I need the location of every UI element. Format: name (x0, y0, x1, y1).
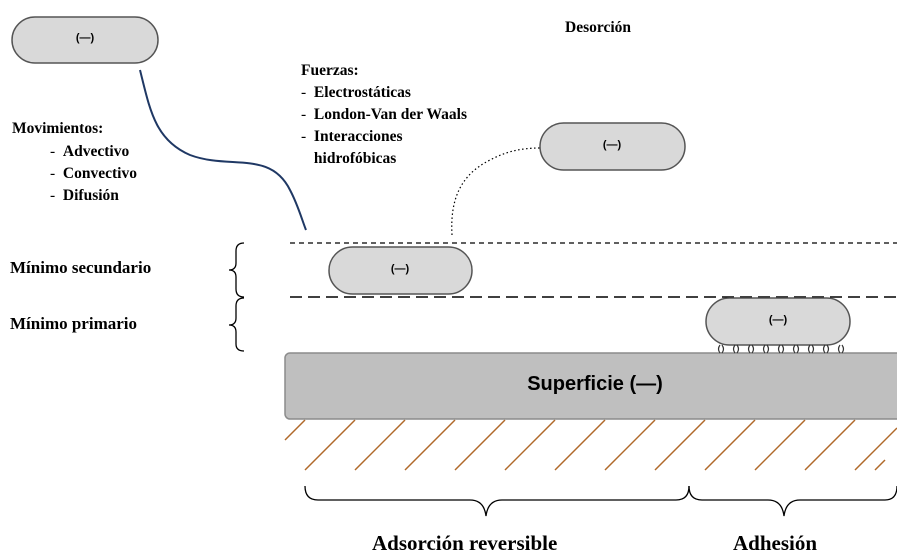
cell-top-left (11, 16, 159, 64)
adsorcion-reversible-label: Adsorción reversible (372, 531, 558, 555)
fuerzas-item: - Interacciones (301, 128, 403, 145)
movimientos-item: - Convectivo (50, 165, 137, 182)
brace-adhesion (688, 485, 897, 517)
fuerzas-item: - hidrofóbicas (313, 150, 397, 167)
brace-secondary (228, 242, 245, 298)
cell-top-left-label: (—) (75, 32, 95, 44)
fuerzas-item: - London-Van der Waals (301, 106, 467, 123)
movimientos-item: - Advectivo (50, 143, 130, 160)
cell-secondary (328, 246, 473, 295)
cell-primary (705, 297, 851, 346)
movimientos-item: - Difusión (50, 187, 119, 204)
surface-slab (284, 352, 897, 420)
cell-primary-label: (—) (768, 314, 788, 326)
adhesion-label: Adhesión (733, 531, 818, 555)
minimo-secundario-label: Mínimo secundario (10, 258, 152, 277)
movimientos-title: Movimientos: (12, 120, 104, 137)
brace-primary (228, 297, 245, 352)
movement-path (139, 69, 307, 231)
cell-desorption-label: (—) (602, 139, 622, 151)
fuerzas-item: - Electrostáticas (301, 84, 411, 101)
cell-secondary-label: (—) (390, 263, 410, 275)
soil-hatching (284, 419, 897, 471)
minimo-primario-label: Mínimo primario (10, 314, 138, 333)
brace-adsorcion (304, 485, 690, 517)
fuerzas-title: Fuerzas: (301, 62, 359, 79)
superficie-label: Superficie (—) (527, 373, 663, 395)
fuerzas-list: - Electrostáticas - London-Van der Waals… (301, 82, 467, 170)
cell-desorption (539, 122, 686, 171)
desorcion-label: Desorción (565, 19, 632, 36)
adhesion-polymers (717, 344, 845, 354)
movimientos-list: - Advectivo - Convectivo - Difusión (50, 141, 137, 207)
